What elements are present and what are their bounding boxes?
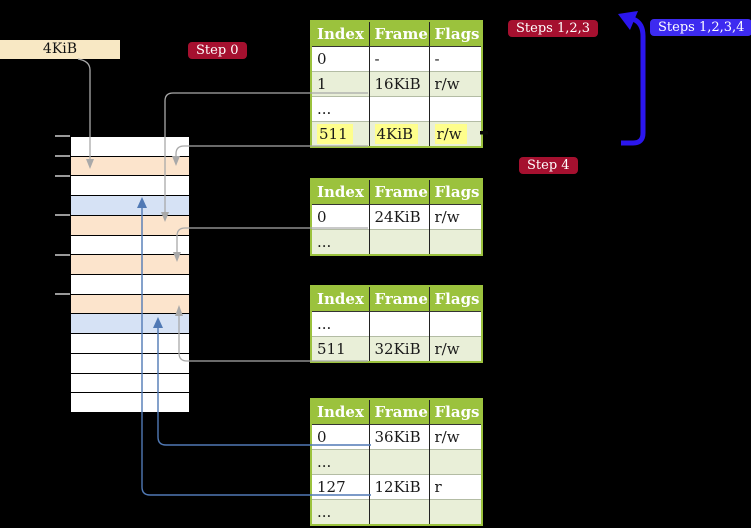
column-header-index: Index xyxy=(311,399,370,425)
address-tick xyxy=(55,154,70,157)
badge-step-4: Step 4 xyxy=(519,157,578,174)
thick-arrow-steps123 xyxy=(621,16,646,146)
table-cell: 511 xyxy=(311,121,370,147)
column-header-frame: Frame xyxy=(369,179,430,205)
table-cell: r xyxy=(429,474,482,500)
table-row: ... xyxy=(311,449,482,475)
table-cell: 511 xyxy=(311,336,370,362)
table-cell: ... xyxy=(311,311,370,337)
table-cell: 16KiB xyxy=(369,71,430,97)
column-header-frame: Frame xyxy=(369,21,430,47)
table-cell: ... xyxy=(311,449,370,475)
table-row: 0-- xyxy=(311,46,482,72)
table-cell: 1 xyxy=(311,71,370,97)
table-cell: 0 xyxy=(311,424,370,450)
table-cell: 32KiB xyxy=(369,336,430,362)
table-cell: 24KiB xyxy=(369,204,430,230)
address-tick xyxy=(55,214,70,217)
table-cell: r/w xyxy=(429,336,482,362)
table-cell: 0 xyxy=(311,204,370,230)
column-header-frame: Frame xyxy=(369,286,430,312)
table-cell xyxy=(369,449,430,475)
table-cell: 36KiB xyxy=(369,424,430,450)
table-row: 511 4KiB r/w xyxy=(311,121,482,147)
thick-arrowhead-up-left-icon xyxy=(618,11,638,30)
memory-row-9-peach xyxy=(71,294,189,314)
table-cell xyxy=(369,311,430,337)
memory-row-2-peach xyxy=(71,156,189,176)
badge-steps-1234: Steps 1,2,3,4 xyxy=(650,19,751,36)
highlighted-value: 4KiB xyxy=(374,124,419,144)
table-cell: ... xyxy=(311,229,370,255)
address-tick xyxy=(55,293,70,296)
table-cell xyxy=(429,96,482,122)
table-cell: r/w xyxy=(429,204,482,230)
column-header-index: Index xyxy=(311,21,370,47)
table-cell: - xyxy=(369,46,430,72)
table-cell: 0 xyxy=(311,46,370,72)
column-header-flags: Flags xyxy=(429,399,482,425)
table-cell xyxy=(369,96,430,122)
column-header-index: Index xyxy=(311,286,370,312)
table-cell xyxy=(429,449,482,475)
badge-step-0: Step 0 xyxy=(188,42,247,59)
column-header-flags: Flags xyxy=(429,21,482,47)
memory-row-4-blue xyxy=(71,196,189,215)
table-cell: - xyxy=(429,46,482,72)
table-cell: ... xyxy=(311,499,370,525)
memory-row-11-white xyxy=(71,334,189,353)
page-size-label: 4KiB xyxy=(0,40,120,59)
column-header-index: Index xyxy=(311,179,370,205)
address-tick xyxy=(55,174,70,177)
memory-row-12-white xyxy=(71,353,189,373)
memory-row-14-white xyxy=(71,393,189,413)
table-row: ... xyxy=(311,499,482,525)
table-row: ... xyxy=(311,229,482,255)
table-cell: r/w xyxy=(429,424,482,450)
memory-row-3-white xyxy=(71,176,189,196)
memory-row-6-white xyxy=(71,235,189,255)
table-cell: 12KiB xyxy=(369,474,430,500)
highlighted-value: 511 xyxy=(317,124,353,144)
address-tick xyxy=(55,253,70,256)
table-row: ... xyxy=(311,96,482,122)
address-tick xyxy=(55,135,70,137)
table-cell: ... xyxy=(311,96,370,122)
memory-column xyxy=(70,136,190,413)
table-cell: r/w xyxy=(429,121,482,147)
column-header-flags: Flags xyxy=(429,179,482,205)
column-header-flags: Flags xyxy=(429,286,482,312)
table-cell xyxy=(369,499,430,525)
memory-row-7-peach xyxy=(71,255,189,275)
table-row: ... xyxy=(311,311,482,337)
table-cell xyxy=(429,311,482,337)
memory-row-5-peach xyxy=(71,215,189,235)
column-header-frame: Frame xyxy=(369,399,430,425)
memory-row-13-white xyxy=(71,373,189,393)
highlighted-value: r/w xyxy=(434,124,467,144)
table-cell: 4KiB xyxy=(369,121,430,147)
table-cell xyxy=(429,499,482,525)
badge-steps-123: Steps 1,2,3 xyxy=(508,20,599,37)
table-cell xyxy=(369,229,430,255)
table-cell: 127 xyxy=(311,474,370,500)
memory-row-1-white xyxy=(71,137,189,156)
table-cell: r/w xyxy=(429,71,482,97)
table-cell xyxy=(429,229,482,255)
memory-row-8-white xyxy=(71,275,189,294)
memory-row-10-blue xyxy=(71,314,189,334)
